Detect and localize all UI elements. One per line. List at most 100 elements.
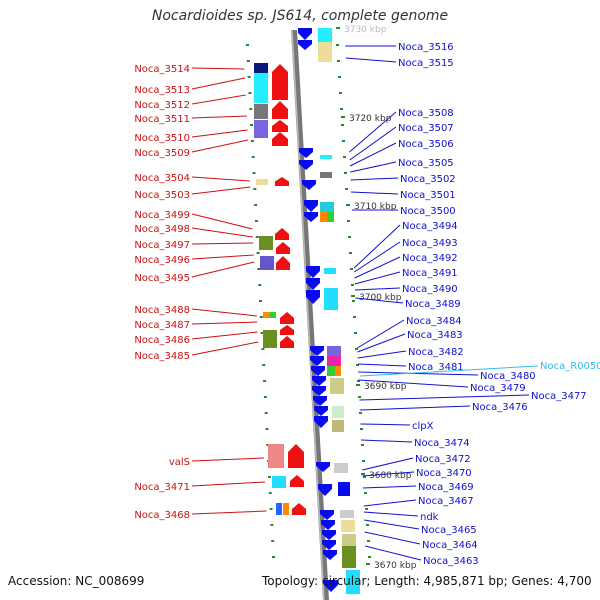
gene-block xyxy=(334,463,348,473)
leader-line-rna xyxy=(359,365,539,377)
gene-label-right[interactable]: Noca_3502 xyxy=(400,174,456,185)
track-dot-left xyxy=(246,60,250,62)
gene-arrow-forward xyxy=(275,228,289,240)
gene-label-left[interactable]: Noca_3495 xyxy=(134,273,190,284)
gene-label-left[interactable]: Noca_3488 xyxy=(134,305,190,316)
leader-line-left xyxy=(191,261,255,278)
track-dot-right xyxy=(363,476,366,478)
axis-tick xyxy=(341,116,345,118)
track-dot-left xyxy=(256,252,260,254)
track-dot-right xyxy=(359,412,362,414)
gene-label-right[interactable]: Noca_3464 xyxy=(422,540,478,551)
genome-axis xyxy=(291,29,329,600)
gene-label-right[interactable]: Noca_3477 xyxy=(531,391,587,402)
gene-label-right[interactable]: Noca_3472 xyxy=(415,454,471,465)
leader-line-left xyxy=(191,186,251,195)
gene-arrow-reverse xyxy=(322,540,336,550)
track-dot-left xyxy=(265,428,269,430)
gene-label-left[interactable]: Noca_3509 xyxy=(134,148,190,159)
gene-block xyxy=(340,510,354,518)
gene-label-left[interactable]: Noca_3497 xyxy=(134,240,190,251)
gene-label-left[interactable]: Noca_3511 xyxy=(134,114,190,125)
gene-label-right[interactable]: Noca_3484 xyxy=(406,316,462,327)
gene-label-right[interactable]: Noca_3491 xyxy=(402,268,458,279)
leader-line-right xyxy=(354,256,401,279)
gene-label-left[interactable]: Noca_3496 xyxy=(134,255,190,266)
gene-label-right[interactable]: Noca_3483 xyxy=(407,330,463,341)
gene-label-right[interactable]: Noca_3479 xyxy=(470,383,526,394)
track-dot-right xyxy=(360,428,363,430)
gene-label-left[interactable]: valS xyxy=(169,457,190,468)
gene-label-left[interactable]: Noca_3486 xyxy=(134,335,190,346)
gene-arrow-reverse xyxy=(299,148,313,158)
track-dot-right xyxy=(362,460,365,462)
gene-block xyxy=(276,503,282,515)
gene-label-right[interactable]: Noca_3474 xyxy=(414,438,470,449)
rna-gene-label[interactable]: Noca_R0050 xyxy=(540,361,600,372)
gene-label-right[interactable]: Noca_3480 xyxy=(480,371,536,382)
gene-label-right[interactable]: Noca_3467 xyxy=(418,496,474,507)
track-dot-right xyxy=(356,364,359,366)
track-dot-right xyxy=(345,188,348,190)
gene-label-right[interactable]: Noca_3465 xyxy=(421,525,477,536)
gene-label-left[interactable]: Noca_3485 xyxy=(134,351,190,362)
gene-label-left[interactable]: Noca_3514 xyxy=(134,64,190,75)
gene-label-right[interactable]: Noca_3490 xyxy=(402,284,458,295)
leader-line-right xyxy=(363,511,419,517)
gene-label-right[interactable]: Noca_3470 xyxy=(416,468,472,479)
gene-block xyxy=(260,256,274,270)
gene-label-right[interactable]: Noca_3516 xyxy=(398,42,454,53)
leader-line-right xyxy=(355,297,404,304)
gene-label-left[interactable]: Noca_3504 xyxy=(134,173,190,184)
track-dot-right xyxy=(368,556,371,558)
gene-label-left[interactable]: Noca_3468 xyxy=(134,510,190,521)
gene-label-right[interactable]: Noca_3482 xyxy=(408,347,464,358)
gene-label-right[interactable]: Noca_3493 xyxy=(402,238,458,249)
gene-label-right[interactable]: Noca_3508 xyxy=(398,108,454,119)
gene-label-left[interactable]: Noca_3503 xyxy=(134,190,190,201)
gene-arrow-forward xyxy=(288,444,304,468)
gene-label-right[interactable]: Noca_3507 xyxy=(398,123,454,134)
gene-label-left[interactable]: Noca_3510 xyxy=(134,133,190,144)
gene-label-right[interactable]: clpX xyxy=(412,421,434,432)
gene-block xyxy=(324,288,338,310)
gene-label-left[interactable]: Noca_3513 xyxy=(134,85,190,96)
leader-line-right xyxy=(357,319,405,349)
leader-line-right xyxy=(354,271,401,285)
gene-label-right[interactable]: Noca_3506 xyxy=(398,139,454,150)
gene-label-left[interactable]: Noca_3512 xyxy=(134,100,190,111)
gene-block xyxy=(320,172,332,178)
gene-label-right[interactable]: Noca_3515 xyxy=(398,58,454,69)
gene-label-right[interactable]: Noca_3463 xyxy=(423,556,479,567)
track-dot-right xyxy=(354,332,357,334)
gene-block xyxy=(320,202,334,212)
leader-line-left xyxy=(191,254,254,260)
gene-label-right[interactable]: Noca_3492 xyxy=(402,253,458,264)
gene-label-right[interactable]: Noca_3489 xyxy=(405,299,461,310)
gene-label-right[interactable]: Noca_3494 xyxy=(402,221,458,232)
gene-label-left[interactable]: Noca_3471 xyxy=(134,482,190,493)
leader-line-right xyxy=(354,241,401,273)
gene-label-right[interactable]: Noca_3481 xyxy=(408,362,464,373)
gene-label-right[interactable]: ndk xyxy=(420,512,439,523)
gene-label-left[interactable]: Noca_3498 xyxy=(134,224,190,235)
gene-block xyxy=(332,420,344,432)
track-dot-right xyxy=(351,284,354,286)
track-dot-right xyxy=(355,348,358,350)
gene-arrow-forward xyxy=(290,475,304,487)
gene-label-right[interactable]: Noca_3476 xyxy=(472,402,528,413)
gene-label-right[interactable]: Noca_3505 xyxy=(398,158,454,169)
leader-line-right xyxy=(363,499,417,507)
track-dot-left xyxy=(259,300,262,302)
leader-line-right xyxy=(357,363,407,367)
leader-line-right xyxy=(357,333,406,353)
leader-line-right xyxy=(358,379,469,388)
leader-line-right xyxy=(362,457,414,471)
gene-label-left[interactable]: Noca_3487 xyxy=(134,320,190,331)
gene-label-right[interactable]: Noca_3469 xyxy=(418,482,474,493)
gene-label-right[interactable]: Noca_3500 xyxy=(400,206,456,217)
track-dot-left xyxy=(251,156,255,158)
axis-label: 3720 kbp xyxy=(349,114,392,124)
gene-label-right[interactable]: Noca_3501 xyxy=(400,190,456,201)
gene-label-left[interactable]: Noca_3499 xyxy=(134,210,190,221)
